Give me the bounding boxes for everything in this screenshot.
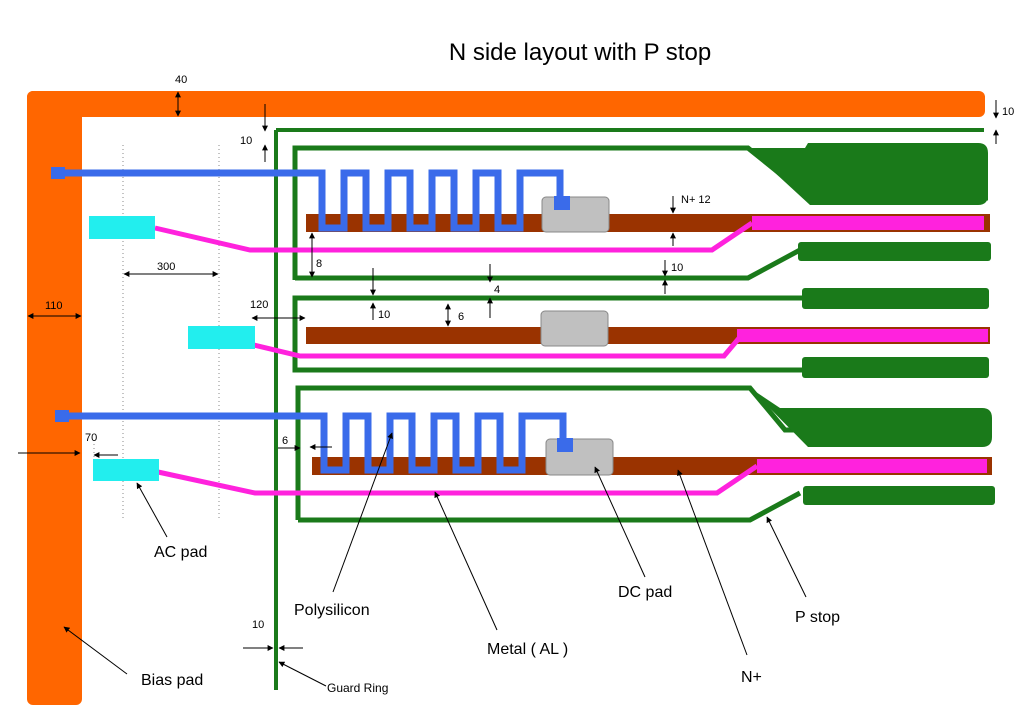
dim-6-gap: 6 — [458, 311, 464, 323]
p-stop-bar — [802, 288, 989, 309]
dc-pad — [540, 310, 609, 347]
p-stop-ring — [295, 247, 802, 281]
dim-10-top-right: 10 — [1002, 106, 1014, 118]
poly-contact — [557, 438, 573, 452]
callout-labels: AC pad Polysilicon Metal ( AL ) DC pad P… — [141, 544, 840, 695]
ac-pad — [188, 326, 255, 349]
p-stop-ring — [292, 295, 802, 373]
dim-10-bottom: 10 — [252, 619, 264, 631]
bias-contact — [55, 410, 69, 422]
bias-ring-left — [27, 91, 82, 705]
bias-ring — [27, 91, 985, 705]
label-metal: Metal ( AL ) — [487, 641, 568, 658]
metal-trace — [154, 220, 754, 253]
dim-8: 8 — [316, 258, 322, 270]
label-polysilicon: Polysilicon — [294, 602, 370, 619]
p-stop-bar — [803, 486, 995, 505]
ac-pad — [93, 459, 159, 481]
dim-10-guard-top: 10 — [240, 135, 252, 147]
callout-lines — [63, 432, 807, 687]
p-stop-ring — [298, 490, 802, 523]
dim-120: 120 — [250, 299, 268, 311]
dim-40: 40 — [175, 74, 187, 86]
dim-nplus-12: N+ 12 — [681, 194, 711, 206]
dim-70: 70 — [85, 432, 97, 444]
dc-pad — [541, 196, 610, 233]
dim-10-gap: 10 — [378, 309, 390, 321]
label-bias-pad: Bias pad — [141, 672, 203, 689]
p-stop-bar — [802, 357, 989, 378]
label-n-plus: N+ — [741, 669, 762, 686]
label-dc-pad: DC pad — [618, 584, 672, 601]
poly-contact — [554, 196, 570, 210]
dim-4: 4 — [494, 284, 500, 296]
metal-strip — [757, 459, 987, 473]
metal-trace — [157, 463, 759, 496]
guard-ring — [274, 128, 984, 690]
dimension-arrows — [18, 91, 999, 651]
dim-6-left: 6 — [282, 435, 288, 447]
dim-10-nplus: 10 — [671, 262, 683, 274]
polysilicon-resistor — [60, 412, 567, 474]
label-ac-pad: AC pad — [154, 544, 207, 561]
metal-strip — [752, 216, 984, 230]
strip-1 — [51, 143, 991, 281]
label-p-stop: P stop — [795, 609, 840, 626]
p-stop-pad — [750, 388, 992, 447]
dc-pad — [545, 438, 614, 476]
diagram-title: N side layout with P stop — [449, 39, 711, 66]
p-stop-bar — [798, 242, 991, 261]
dim-110: 110 — [45, 300, 63, 312]
polysilicon-resistor — [60, 169, 564, 232]
bias-ring-top — [27, 91, 985, 117]
strip-3 — [55, 385, 995, 523]
metal-strip — [737, 329, 988, 342]
metal-trace — [253, 335, 742, 359]
bias-contact — [51, 167, 65, 179]
strip-2 — [188, 288, 990, 378]
dim-300: 300 — [157, 261, 175, 273]
p-stop-pad — [748, 143, 988, 205]
label-guard-ring: Guard Ring — [327, 681, 388, 695]
dimension-labels: 40 10 10 300 110 120 8 10 6 4 10 N+ 12 7… — [45, 74, 1014, 631]
ac-pad — [89, 216, 155, 239]
